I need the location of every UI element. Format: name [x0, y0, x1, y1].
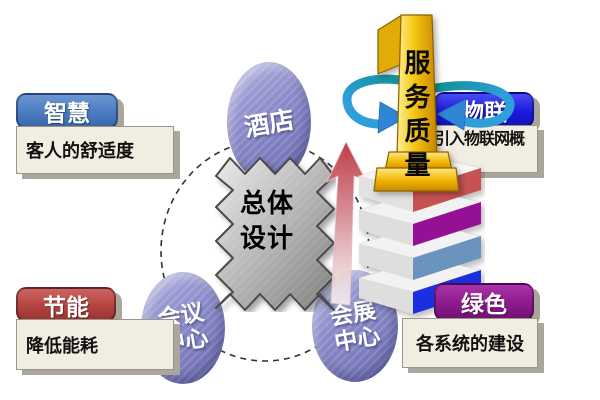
callout-energy: 节能 降低能耗: [16, 287, 174, 370]
callout-smart: 智慧 客人的舒适度: [16, 93, 174, 174]
hub-label: 总体设计: [239, 188, 294, 253]
callout-green: 绿色 各系统的建设: [402, 283, 538, 368]
node-hotel: 酒店: [227, 62, 311, 182]
callout-green-body: 各系统的建设: [402, 318, 538, 368]
hub-puzzle-shape: [215, 157, 335, 311]
callout-smart-body: 客人的舒适度: [16, 126, 174, 174]
layer-stack: [357, 155, 483, 314]
swirl-left-arrowhead: [377, 101, 408, 134]
one-base-lower: [373, 167, 460, 192]
swirl-right-arrowhead: [436, 98, 467, 131]
callout-energy-body: 降低能耗: [16, 319, 174, 370]
trophy-label: 服务质量: [401, 49, 431, 185]
